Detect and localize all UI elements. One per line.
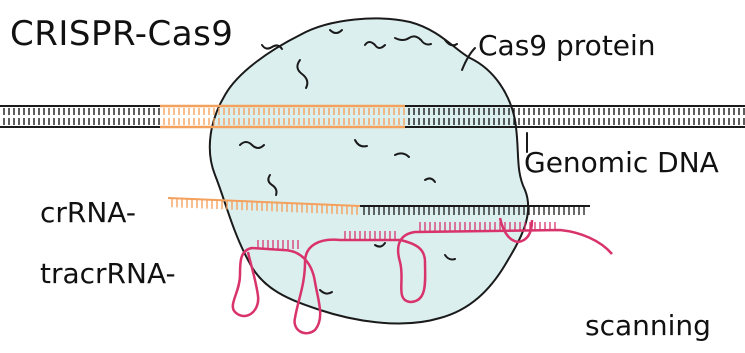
tracrrna-label: tracrRNA- (40, 257, 176, 290)
cas9-protein-blob (210, 18, 528, 323)
crrna-label: crRNA- (40, 196, 136, 229)
status-label: scanning (585, 309, 711, 342)
cas9-protein-label: Cas9 protein (478, 29, 656, 62)
genomic-dna-label: Genomic DNA (524, 146, 719, 179)
diagram-title: CRISPR-Cas9 (10, 14, 233, 54)
